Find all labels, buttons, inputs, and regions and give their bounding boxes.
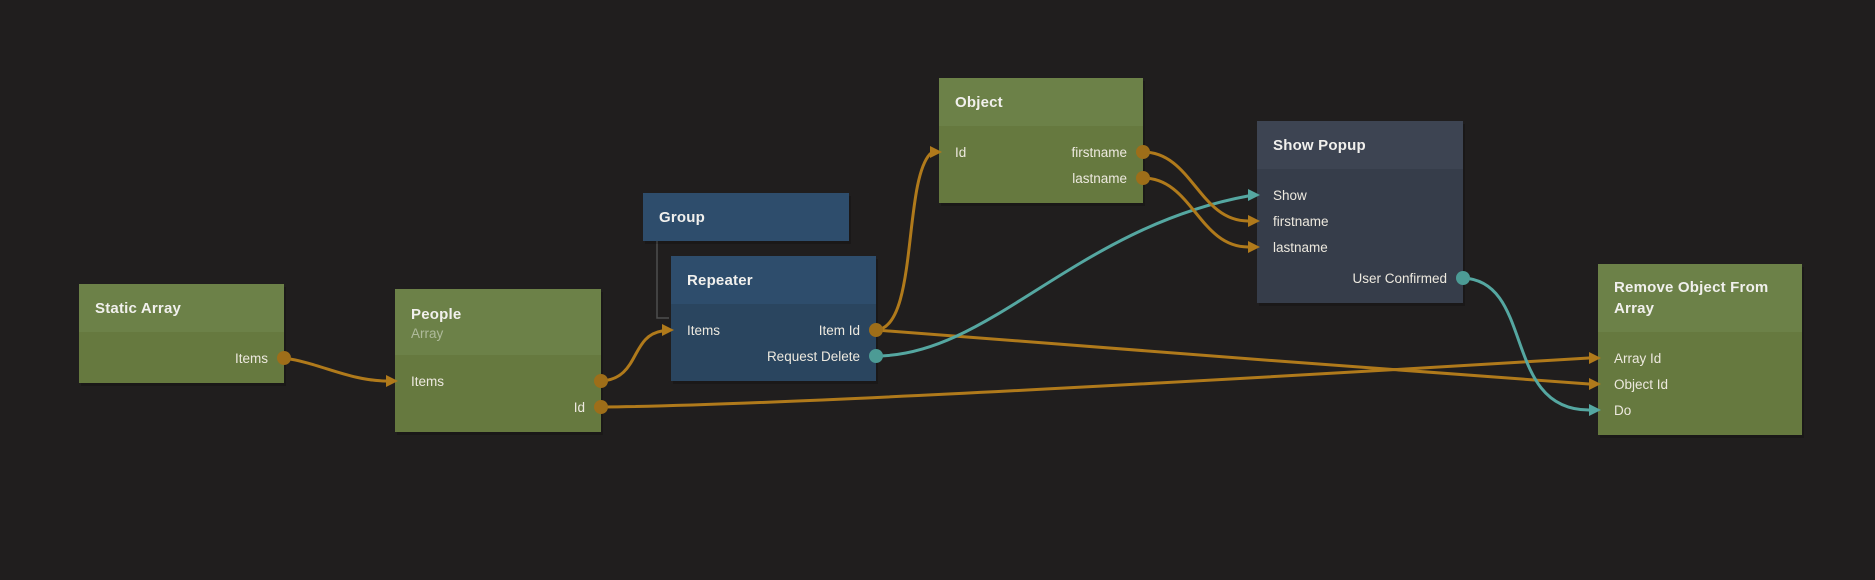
node-header: Object xyxy=(939,78,1143,126)
input-port-arrow[interactable] xyxy=(1248,189,1260,201)
port-row: Id firstname xyxy=(930,139,1150,165)
port-label-lastname: lastname xyxy=(1072,170,1127,186)
input-port-arrow[interactable] xyxy=(1248,241,1260,253)
wire-object-lastname-to-show-popup-lastname[interactable] xyxy=(1141,176,1250,249)
node-remove-object-from-array[interactable]: Remove Object From Array Array Id Object… xyxy=(1589,264,1802,435)
wire-repeater-item-id-to-remove-object-id[interactable] xyxy=(874,328,1591,386)
output-port-dot[interactable] xyxy=(594,374,608,388)
port-label-firstname: firstname xyxy=(1273,213,1329,229)
input-port-arrow[interactable] xyxy=(662,324,674,336)
output-port-dot[interactable] xyxy=(869,349,883,363)
output-port-dot[interactable] xyxy=(1136,145,1150,159)
input-port-arrow[interactable] xyxy=(1589,378,1601,390)
node-show-popup[interactable]: Show Popup Show firstname lastname User … xyxy=(1248,121,1470,303)
port-row: firstname xyxy=(1248,208,1463,234)
node-header: People Array xyxy=(395,289,601,355)
node-title: Remove Object From Array xyxy=(1614,279,1769,317)
port-row: Items Item Id xyxy=(662,317,883,343)
port-label-items: Items xyxy=(234,350,268,366)
port-label-items: Items xyxy=(411,373,445,389)
node-subtitle: Array xyxy=(411,325,444,341)
port-label-items: Items xyxy=(687,322,721,338)
port-row: Object Id xyxy=(1589,371,1802,397)
port-row: Items xyxy=(79,345,291,371)
node-repeater[interactable]: Repeater Items Item Id Request Delete xyxy=(662,256,883,381)
wire-people-id-to-remove-array-id[interactable] xyxy=(599,356,1591,409)
port-label-id: Id xyxy=(955,144,967,160)
node-title: Group xyxy=(659,208,705,226)
port-label-user-confirmed: User Confirmed xyxy=(1352,270,1447,286)
wire-static-array-items-to-people-items[interactable] xyxy=(282,356,389,383)
node-title: Repeater xyxy=(687,271,753,289)
port-row: User Confirmed xyxy=(1257,265,1470,291)
node-header: Remove Object From Array xyxy=(1598,264,1802,332)
port-label-firstname: firstname xyxy=(1071,144,1127,160)
port-row: Do xyxy=(1589,397,1802,423)
port-label-id: Id xyxy=(573,399,585,415)
port-row: Array Id xyxy=(1589,345,1802,371)
wire-show-popup-user-confirmed-to-remove-do[interactable] xyxy=(1461,276,1591,412)
node-title: Object xyxy=(955,93,1003,111)
node-header: Show Popup xyxy=(1257,121,1463,169)
port-row: Id xyxy=(395,394,608,420)
node-object[interactable]: Object Id firstname lastname xyxy=(930,78,1150,203)
port-label-item-id: Item Id xyxy=(818,322,860,338)
node-header: Repeater xyxy=(671,256,876,304)
port-label-object-id: Object Id xyxy=(1614,376,1669,392)
wire-people-items-to-repeater-items[interactable] xyxy=(599,329,664,383)
node-static-array[interactable]: Static Array Items xyxy=(79,284,291,383)
port-label-lastname: lastname xyxy=(1273,239,1328,255)
input-port-arrow[interactable] xyxy=(930,146,942,158)
port-row: lastname xyxy=(939,165,1150,191)
input-port-arrow[interactable] xyxy=(1248,215,1260,227)
port-row: Show xyxy=(1248,182,1463,208)
port-row: Items xyxy=(386,368,608,394)
node-title: People xyxy=(411,305,462,323)
wire-repeater-request-delete-to-show-popup-show[interactable] xyxy=(874,194,1250,358)
output-port-dot[interactable] xyxy=(869,323,883,337)
node-title: Show Popup xyxy=(1273,136,1366,154)
node-header: Group xyxy=(643,193,849,241)
input-port-arrow[interactable] xyxy=(1589,352,1601,364)
input-port-arrow[interactable] xyxy=(386,375,398,387)
node-group[interactable]: Group xyxy=(643,193,849,241)
hierarchy-line-group-repeater xyxy=(656,241,669,319)
output-port-dot[interactable] xyxy=(1136,171,1150,185)
node-title: Static Array xyxy=(95,299,182,317)
output-port-dot[interactable] xyxy=(1456,271,1470,285)
node-header: Static Array xyxy=(79,284,284,332)
port-label-array-id: Array Id xyxy=(1614,350,1662,366)
port-row: Request Delete xyxy=(671,343,883,369)
port-label-show: Show xyxy=(1273,187,1307,203)
wire-repeater-item-id-to-object-id[interactable] xyxy=(874,152,932,332)
port-row: lastname xyxy=(1248,234,1463,260)
port-label-request-delete: Request Delete xyxy=(766,348,860,364)
port-label-do: Do xyxy=(1614,402,1632,418)
input-port-arrow[interactable] xyxy=(1589,404,1601,416)
output-port-dot[interactable] xyxy=(594,400,608,414)
output-port-dot[interactable] xyxy=(277,351,291,365)
wire-object-firstname-to-show-popup-firstname[interactable] xyxy=(1141,150,1250,223)
node-people[interactable]: People Array Items Id xyxy=(386,289,608,432)
